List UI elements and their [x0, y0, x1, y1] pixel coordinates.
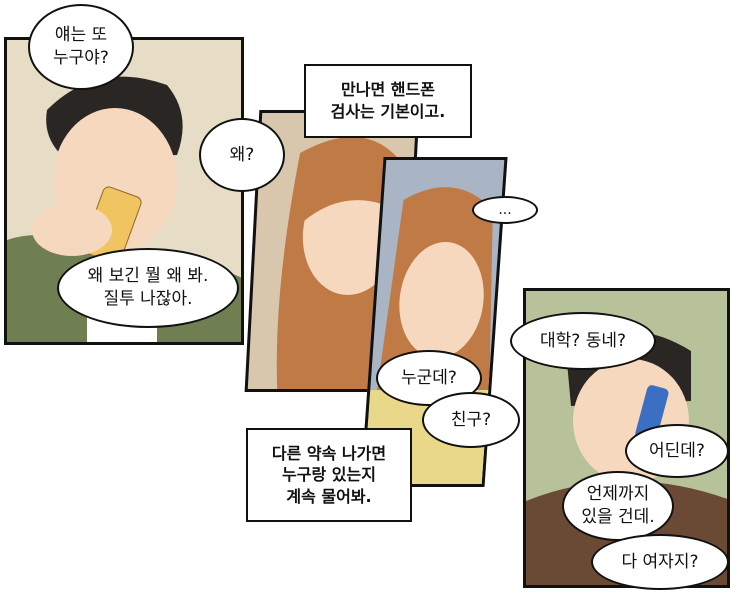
speech-bubble: 다 여자지?: [591, 534, 729, 590]
caption-box: 만나면 핸드폰 검사는 기본이고.: [304, 64, 472, 138]
speech-bubble: 왜?: [199, 118, 285, 192]
speech-bubble: 왜 보긴 뭘 왜 봐. 질투 나잖아.: [57, 248, 239, 328]
speech-bubble: ...: [472, 196, 538, 224]
speech-bubble: 어딘데?: [625, 424, 729, 478]
caption-box: 다른 약속 나가면 누구랑 있는지 계속 물어봐.: [246, 428, 412, 522]
speech-bubble: 대학? 동네?: [510, 312, 656, 370]
speech-bubble: 얘는 또 누구야?: [28, 4, 134, 90]
speech-bubble: 언제까지 있을 건데.: [562, 471, 674, 541]
speech-bubble: 친구?: [422, 392, 520, 448]
